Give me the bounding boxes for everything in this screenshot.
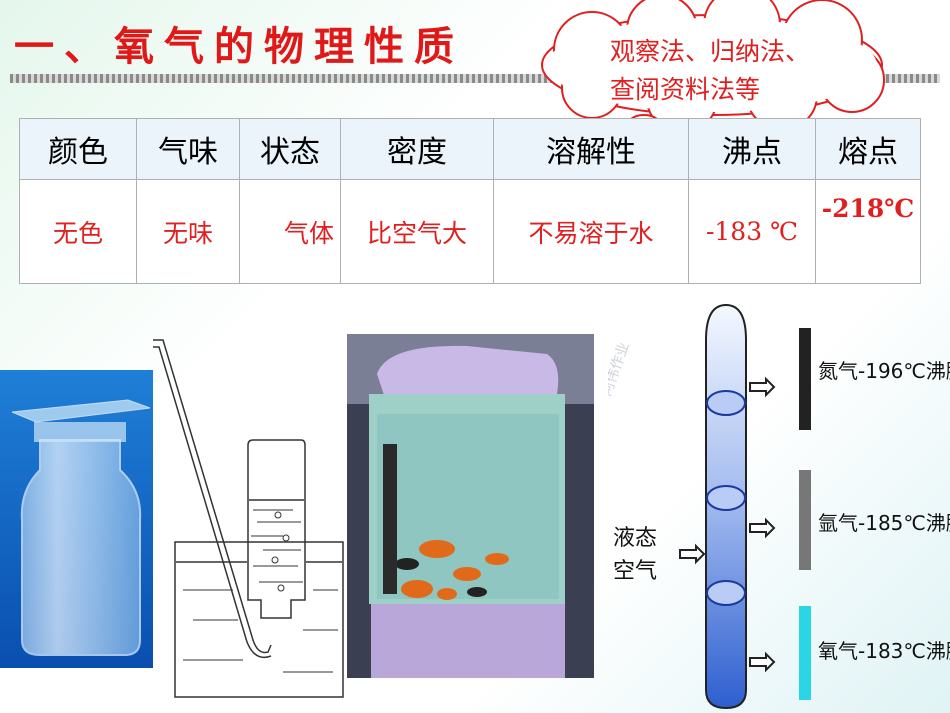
header-odor: 气味: [136, 118, 240, 180]
gas-bottle-image: [0, 370, 153, 668]
output-label-nitrogen: 氮气-196℃沸腾: [818, 359, 950, 383]
value-density: 比空气大: [340, 179, 494, 284]
value-odor: 无味: [136, 179, 240, 284]
output-label-argon: 氩气-185℃沸腾: [818, 511, 950, 535]
slide-title: 一、氧气的物理性质: [14, 23, 464, 70]
callout-line-1: 观察法、归纳法、: [610, 37, 811, 66]
value-solubility: 不易溶于水: [493, 179, 689, 284]
output-label-oxygen: 氧气-183℃沸腾: [818, 639, 950, 663]
thought-cloud: [541, 0, 885, 135]
header-boiling-point: 沸点: [688, 118, 816, 180]
header-melting-point: 熔点: [815, 118, 921, 180]
table-header-row: 颜色 气味 状态 密度 溶解性 沸点 熔点: [19, 118, 921, 180]
inlet-label-line1: 液态: [613, 526, 657, 551]
air-separation-diagram: 液态 空气 氮气-196℃沸腾 氩气-185℃沸腾 氧气-183℃沸腾 阿伟作业: [608, 303, 950, 710]
value-melting-point: -218℃: [815, 179, 921, 284]
header-color: 颜色: [19, 118, 137, 180]
value-color: 无色: [19, 179, 137, 284]
callout-line-2: 查阅资料法等: [610, 75, 761, 104]
water-collection-diagram: [153, 339, 344, 698]
inlet-label-line2: 空气: [613, 559, 657, 584]
watermark: 阿伟作业: [608, 340, 633, 398]
table-row: 无色 无味 气体 比空气大 不易溶于水 -183 ℃ -218℃: [19, 179, 921, 284]
fish-tank-image: [347, 334, 594, 678]
header-state: 状态: [239, 118, 341, 180]
header-density: 密度: [340, 118, 494, 180]
value-state: 气体: [239, 179, 341, 284]
callout-text: 观察法、归纳法、 查阅资料法等: [610, 33, 810, 109]
properties-table: 颜色 气味 状态 密度 溶解性 沸点 熔点 无色 无味 气体 比空气大 不易溶于…: [19, 118, 921, 284]
title-divider: [10, 74, 940, 83]
value-boiling-point: -183 ℃: [688, 179, 816, 284]
header-solubility: 溶解性: [493, 118, 689, 180]
